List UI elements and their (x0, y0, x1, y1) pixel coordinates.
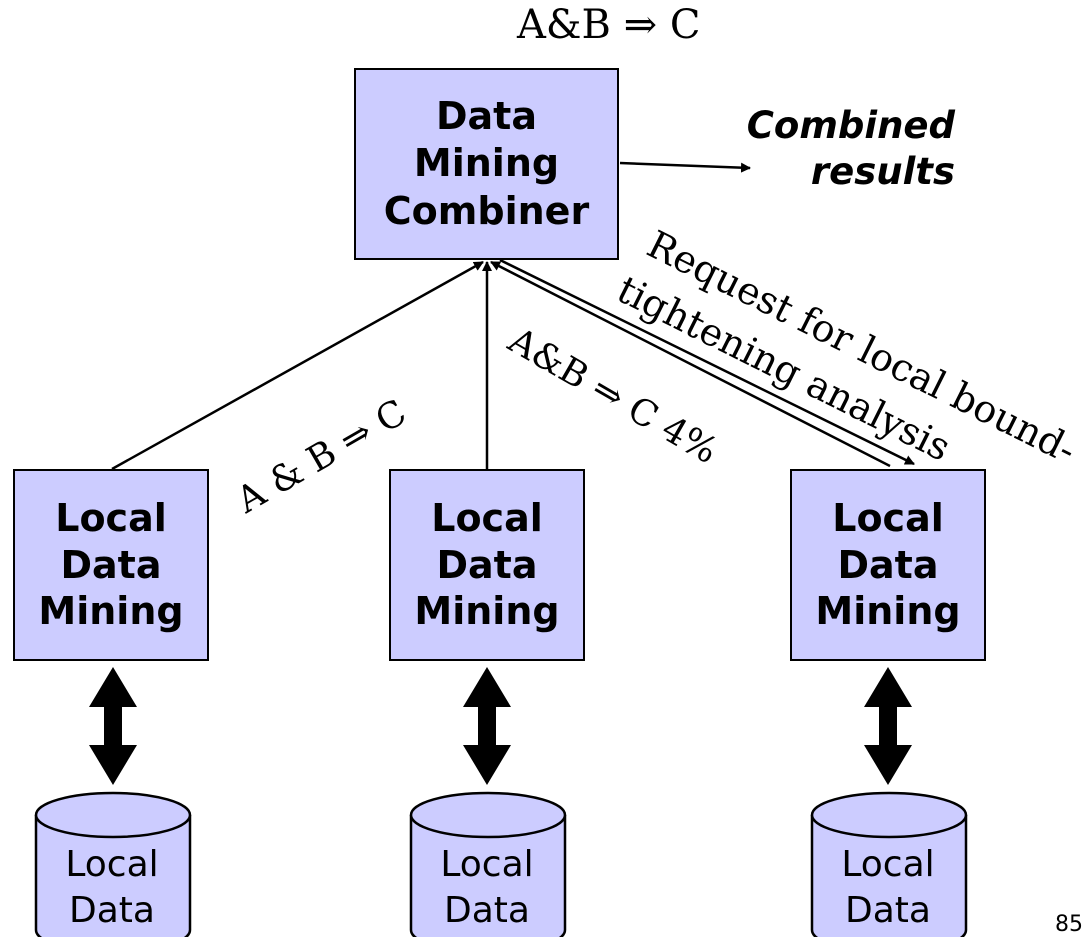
double-arrow-2 (463, 667, 511, 785)
local-mining-label-1: Local Data Mining (38, 496, 184, 634)
top-rule-label: A&B ⇒ C (517, 2, 701, 48)
double-arrow-3 (864, 667, 912, 785)
edge-local1-to-combiner (111, 260, 484, 471)
local-data-label-3: Local Data (841, 844, 935, 932)
local-data-mining-box-2: Local Data Mining (389, 469, 585, 661)
local-data-label-1: Local Data (65, 844, 159, 932)
edge-local3-to-combiner (490, 260, 891, 468)
database-cylinder-3 (810, 791, 968, 937)
local-mining-label-3: Local Data Mining (815, 496, 961, 634)
edge-combiner-to-results (619, 161, 751, 173)
database-cylinder-2 (409, 791, 567, 937)
combiner-label: Data Mining Combiner (383, 94, 590, 233)
double-arrow-1 (89, 667, 137, 785)
data-mining-combiner-box: Data Mining Combiner (354, 68, 619, 260)
page-number: 85 (1055, 912, 1083, 937)
combined-results-label: Combined results (746, 104, 955, 193)
database-cylinder-1 (34, 791, 192, 937)
local-data-mining-box-3: Local Data Mining (790, 469, 986, 661)
local-data-label-2: Local Data (440, 844, 534, 932)
local-data-mining-box-1: Local Data Mining (13, 469, 209, 661)
local-mining-label-2: Local Data Mining (414, 496, 560, 634)
edge-combiner-to-local3-request (499, 258, 915, 466)
